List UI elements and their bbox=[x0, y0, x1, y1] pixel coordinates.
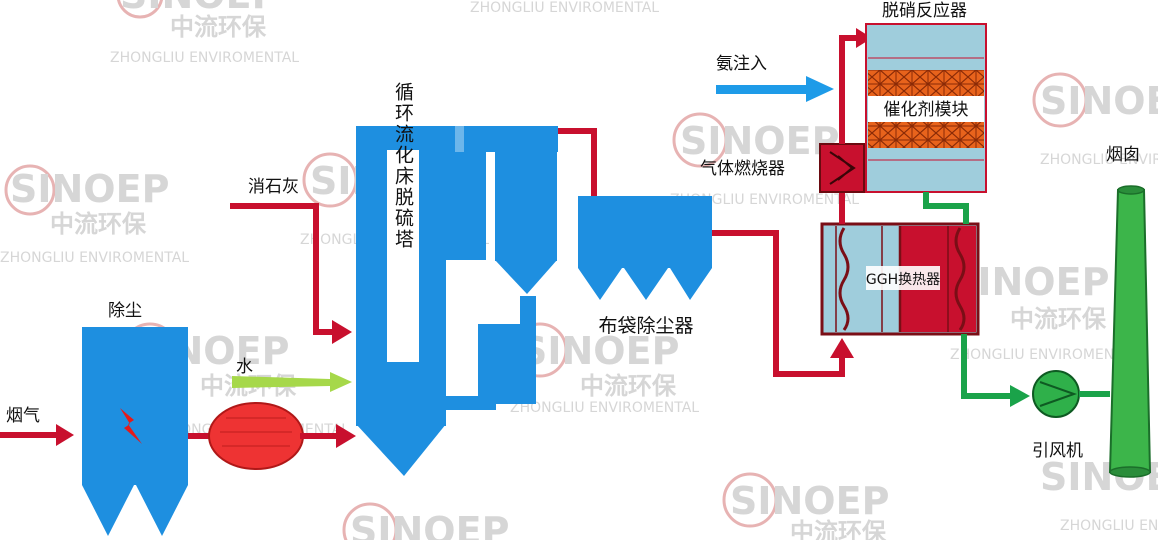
svg-text:SINOEP: SINOEP bbox=[10, 167, 169, 211]
pipe-burner-to-reactor bbox=[839, 35, 858, 144]
water-arrow bbox=[232, 372, 352, 392]
fan-label: 引风机 bbox=[1032, 441, 1083, 461]
water-label: 水 bbox=[236, 357, 253, 377]
slaked-lime-arrowhead bbox=[332, 320, 352, 344]
ggh-inlet-arrowhead bbox=[830, 338, 854, 358]
tower-cone bbox=[356, 424, 446, 476]
chimney-body bbox=[1108, 189, 1152, 473]
slaked-lime-pipe bbox=[230, 203, 334, 335]
svg-text:中流环保: 中流环保 bbox=[170, 13, 267, 41]
water-feed: 水 bbox=[232, 357, 352, 392]
cfb-desulfurization-tower: 循环流化床脱硫塔 bbox=[356, 82, 558, 476]
svg-text:ZHONGLIU ENVIROMENTAL: ZHONGLIU ENVIROMENTAL bbox=[470, 0, 659, 16]
svg-text:中流环保: 中流环保 bbox=[580, 372, 677, 400]
bag-filter-label: 布袋除尘器 bbox=[598, 315, 693, 337]
ammonia-injection: 氨注入 bbox=[716, 54, 834, 102]
gas-burner-label: 气体燃烧器 bbox=[700, 159, 785, 179]
gas-burner-body bbox=[819, 143, 865, 193]
pipe-reactor-to-ggh bbox=[923, 192, 969, 224]
svg-text:中流环保: 中流环保 bbox=[790, 518, 887, 540]
dust-collector-body bbox=[82, 327, 188, 485]
pump-body bbox=[208, 402, 304, 470]
slaked-lime-feed: 消石灰 bbox=[230, 177, 352, 344]
chimney-label: 烟囱 bbox=[1106, 145, 1140, 165]
dust-hopper-left bbox=[82, 485, 134, 536]
svg-text:ZHONGLIU ENVIROMENTAL: ZHONGLIU ENVIROMENTAL bbox=[510, 400, 699, 416]
bag-filter: 布袋除尘器 bbox=[578, 196, 712, 337]
catalyst-label: 催化剂模块 bbox=[884, 100, 969, 120]
pump bbox=[188, 402, 356, 470]
catalyst-label-box bbox=[868, 96, 984, 122]
ggh-coil-right bbox=[954, 227, 966, 331]
fan-inlet-arrowhead bbox=[1010, 385, 1030, 407]
flue-gas-label: 烟气 bbox=[6, 406, 40, 426]
reactor-label: 脱硝反应器 bbox=[882, 1, 967, 21]
tower-label-box bbox=[387, 150, 419, 362]
pipe-tower-to-bagfilter bbox=[558, 128, 597, 196]
ggh-heat-exchanger: GGH换热器 bbox=[820, 222, 980, 336]
fan-symbol bbox=[1039, 381, 1078, 407]
svg-text:SINOEP: SINOEP bbox=[120, 0, 279, 17]
ammonia-arrow bbox=[716, 85, 808, 94]
slaked-lime-label: 消石灰 bbox=[248, 177, 299, 197]
dust-removal-label: 除尘 bbox=[108, 301, 142, 321]
svg-text:ZHONGLIU ENVIROMENTAL: ZHONGLIU ENVIROMENTAL bbox=[1060, 518, 1158, 534]
chimney: 烟囱 bbox=[1106, 145, 1152, 478]
ammonia-label: 氨注入 bbox=[716, 54, 767, 74]
svg-text:ZHONGLIU ENVIROMENTAL: ZHONGLIU ENVIROMENTAL bbox=[670, 192, 859, 208]
svg-text:中流环保: 中流环保 bbox=[50, 210, 147, 238]
catalyst-layer-top bbox=[868, 70, 984, 96]
reactor-inlet-arrowhead bbox=[856, 28, 872, 48]
bag-filter-body bbox=[578, 196, 712, 268]
flue-gas-arrowhead bbox=[56, 424, 74, 446]
svg-text:SINOEP: SINOEP bbox=[520, 329, 679, 373]
pipe-bagfilter-to-ggh bbox=[712, 230, 845, 377]
svg-text:ZHONGLIU ENVIROMENTAL: ZHONGLIU ENVIROMENTAL bbox=[950, 347, 1139, 363]
dust-collector: 除尘 bbox=[82, 301, 188, 536]
cyclone-body bbox=[495, 126, 557, 261]
pipe-ggh-to-fan bbox=[961, 334, 1014, 399]
recirculation-duct bbox=[446, 296, 536, 410]
denitration-reactor: 脱硝反应器 催化剂模块 bbox=[865, 1, 987, 193]
pump-outlet-arrowhead bbox=[336, 424, 356, 448]
cfb-tower-label: 循环流化床脱硫塔 bbox=[392, 82, 414, 250]
svg-text:SINOEP: SINOEP bbox=[730, 479, 889, 523]
ggh-label: GGH换热器 bbox=[866, 271, 940, 288]
ggh-coil-left bbox=[838, 227, 850, 331]
svg-text:ZHONGLIU ENVIROMENTAL: ZHONGLIU ENVIROMENTAL bbox=[1040, 152, 1158, 168]
flue-gas-inlet: 烟气 bbox=[0, 406, 74, 446]
svg-text:ZHONGLIU ENVIROMENTAL: ZHONGLIU ENVIROMENTAL bbox=[110, 50, 299, 66]
svg-text:SINOEP: SINOEP bbox=[350, 509, 509, 540]
cyclone-cone bbox=[495, 260, 557, 294]
svg-text:SINOEP: SINOEP bbox=[1040, 79, 1158, 123]
induced-draft-fan: 引风机 bbox=[1032, 370, 1110, 461]
svg-text:中流环保: 中流环保 bbox=[1010, 305, 1107, 333]
ammonia-arrowhead bbox=[806, 76, 834, 102]
gas-burner: 气体燃烧器 bbox=[700, 143, 865, 193]
svg-text:ZHONGLIU ENVIROMENTAL: ZHONGLIU ENVIROMENTAL bbox=[0, 250, 189, 266]
svg-text:SINOEP: SINOEP bbox=[680, 119, 839, 163]
catalyst-layer-bottom bbox=[868, 122, 984, 148]
dust-hopper-right bbox=[136, 485, 188, 536]
